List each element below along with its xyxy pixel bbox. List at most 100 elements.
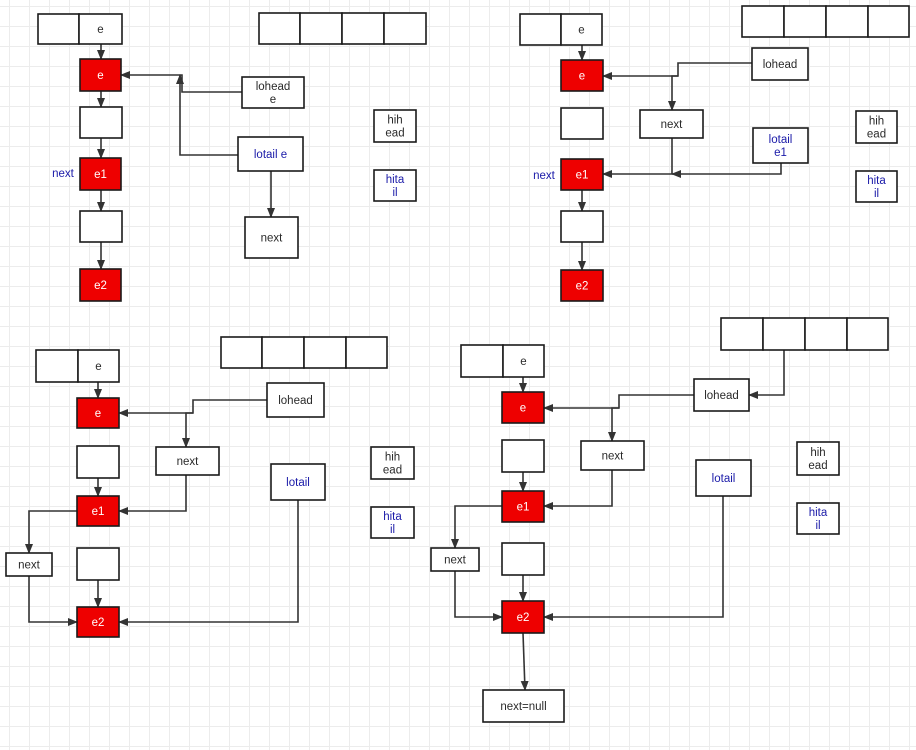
bucket-slot-e-shape: [560, 13, 603, 46]
node-e2-text: e2: [94, 280, 107, 292]
panel-3-edge-lohead-to-next: [182, 412, 193, 448]
node-e2: e2: [79, 268, 122, 302]
next-box-shape: [639, 109, 704, 139]
new-table-slot-2: [299, 12, 343, 45]
new-table-slot-3: [303, 336, 347, 369]
gap-box-2-shape: [501, 542, 545, 576]
lohead-box-text: lohead: [704, 390, 739, 402]
panel-4-edge-next-2-to-e2: [454, 571, 503, 621]
node-e2: e2: [501, 600, 545, 634]
lohead-box: lohead: [266, 382, 325, 418]
new-table-slot-4-shape: [846, 317, 889, 351]
node-e: e: [501, 391, 545, 424]
node-e1: e1: [560, 158, 604, 191]
next-box: next: [639, 109, 704, 139]
new-table-slot-1: [258, 12, 301, 45]
new-table-slot-3-shape: [303, 336, 347, 369]
bucket-slot-e-text: e: [578, 25, 584, 37]
node-e1-text: e1: [576, 170, 589, 182]
new-table-slot-4: [867, 5, 910, 38]
hihead-box-text: ead: [385, 128, 404, 140]
panel-3-edge-lohead-to-e: [118, 399, 267, 417]
new-table-slot-4-shape: [345, 336, 388, 369]
hitail-box-shape: [855, 170, 898, 203]
node-e2-text: e2: [92, 617, 105, 629]
gap-box-1: [560, 107, 604, 140]
gap-box-1: [79, 106, 123, 139]
panel-3-edge-next-2-to-e2: [28, 576, 78, 626]
gap-box-1-shape: [76, 445, 120, 479]
lohead-box-text: e: [270, 94, 276, 106]
node-e1-shape: [76, 495, 120, 527]
lohead-box-text: lohead: [763, 59, 798, 71]
lotail-box-text: lotail e: [254, 149, 287, 161]
next-box-text: next: [177, 456, 200, 468]
gap-box-1: [76, 445, 120, 479]
bucket-slot-e: e: [502, 344, 545, 378]
new-table-slot-1: [720, 317, 764, 351]
new-table-slot-3: [825, 5, 869, 38]
hitail-box-text: il: [392, 187, 397, 199]
lotail-box-text: lotail: [286, 477, 310, 489]
panel-1-edge-lohead-to-e: [120, 71, 242, 93]
panel-2-edge-next-to-e1: [602, 138, 673, 178]
gap-box-2: [76, 547, 120, 581]
gap-box-2-shape: [76, 547, 120, 581]
lotail-box: lotail e: [237, 136, 304, 172]
bucket-slot-empty: [37, 13, 80, 45]
new-table-slot-4: [383, 12, 427, 45]
bucket-slot-e-text: e: [95, 361, 101, 373]
gap-box-2-shape: [79, 210, 123, 243]
node-e-text: e: [520, 403, 526, 415]
node-e2-shape: [560, 269, 604, 302]
bucket-slot-empty: [460, 344, 504, 378]
new-table-slot-3: [804, 317, 848, 351]
new-table-slot-2-shape: [261, 336, 305, 369]
node-e1: e1: [76, 495, 120, 527]
lohead-box-shape: [266, 382, 325, 418]
node-e-shape: [560, 59, 604, 92]
hitail-box-text: hita: [867, 175, 886, 187]
next-box-shape: [580, 440, 645, 471]
next-box-text: next: [261, 233, 284, 245]
new-table-slot-4: [345, 336, 388, 369]
bucket-slot-empty-shape: [37, 13, 80, 45]
panel-4-edge-lohead-to-e: [543, 394, 694, 412]
node-e-shape: [76, 397, 120, 429]
panel-4-edge-lotail-to-e2: [543, 496, 724, 621]
new-table-slot-1: [220, 336, 263, 369]
node-e: e: [560, 59, 604, 92]
hihead-box-shape: [373, 109, 417, 143]
hihead-box-text: hih: [869, 116, 884, 128]
panel-4-edge-e1-to-next-2: [451, 505, 502, 549]
node-e1-shape: [560, 158, 604, 191]
lohead-box: lohead: [751, 47, 809, 81]
new-table-slot-1-shape: [258, 12, 301, 45]
panel-4-edge-lohead-to-next: [608, 407, 619, 442]
next-box-text: next: [602, 451, 625, 463]
next-label: next: [533, 170, 556, 182]
next-box-2: next: [5, 552, 53, 577]
lohead-box-shape: [693, 378, 750, 412]
new-table-slot-2-shape: [299, 12, 343, 45]
node-e2-shape: [501, 600, 545, 634]
hitail-box-text: il: [390, 524, 395, 536]
panel-2-edge-lotail-to-e1: [671, 163, 782, 178]
bucket-slot-e-shape: [77, 349, 120, 383]
hihead-box-text: hih: [385, 452, 400, 464]
lotail-box-text: e1: [774, 147, 787, 159]
new-table-slot-2-shape: [783, 5, 827, 38]
node-e2-text: e2: [576, 281, 589, 293]
